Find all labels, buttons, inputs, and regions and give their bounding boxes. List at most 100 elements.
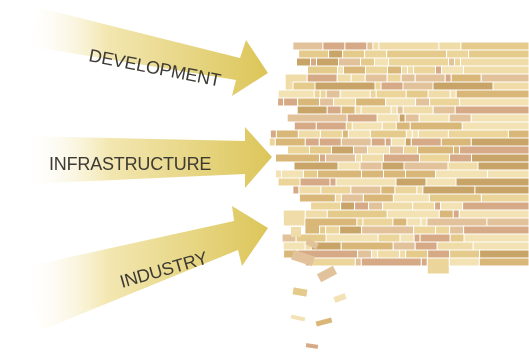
infrastructure-arrow: INFRASTRUCTURE	[25, 127, 272, 188]
mosaic-block	[429, 97, 461, 107]
falling-block	[292, 287, 308, 297]
mosaic-block	[339, 89, 371, 99]
mosaic-block	[331, 145, 354, 155]
mosaic-block	[376, 113, 400, 123]
industry-arrow-shape	[20, 206, 268, 330]
infrastructure-label: INFRASTRUCTURE	[49, 154, 211, 174]
mosaic-block	[347, 129, 371, 139]
mosaic-block	[438, 41, 462, 51]
mosaic-block	[434, 201, 442, 211]
mosaic-block	[449, 89, 457, 99]
mosaic-block	[369, 89, 377, 99]
mosaic-block	[378, 41, 440, 51]
mosaic-block	[293, 121, 317, 131]
mosaic-block	[298, 49, 330, 59]
mosaic-block	[275, 129, 299, 139]
mosaic-block	[410, 137, 442, 147]
mosaic-block	[478, 257, 529, 267]
falling-block	[290, 314, 306, 322]
mosaic-block	[462, 201, 529, 211]
mosaic-block	[425, 177, 457, 187]
mosaic-block	[418, 113, 450, 123]
mosaic-block	[365, 65, 388, 75]
scattered-blocks	[290, 227, 347, 349]
mosaic-block	[447, 129, 509, 139]
mosaic-block	[297, 97, 321, 107]
mosaic-block	[367, 145, 390, 155]
mosaic-block	[277, 177, 301, 187]
mosaic-block	[386, 209, 440, 219]
mosaic-block	[413, 233, 421, 243]
mosaic-block	[448, 57, 455, 67]
mosaic-block	[277, 97, 285, 107]
mosaic-block	[360, 257, 422, 267]
mosaic-block	[364, 49, 388, 59]
mosaic-block	[366, 41, 374, 51]
falling-block	[315, 317, 333, 327]
mosaic-block	[381, 121, 397, 131]
mosaic-block	[356, 217, 364, 227]
mosaic-block	[355, 97, 387, 107]
mosaic-block	[360, 105, 392, 115]
mosaic-block	[390, 137, 406, 147]
mosaic-block	[486, 217, 529, 227]
mosaic-block	[453, 145, 460, 155]
mosaic-block	[454, 57, 461, 67]
mosaic-block	[319, 225, 327, 235]
mosaic-block	[449, 153, 472, 163]
mosaic-block	[374, 57, 389, 67]
mosaic-block	[317, 169, 362, 179]
falling-block	[316, 265, 338, 283]
mosaic-block	[441, 65, 464, 75]
mosaic-block	[468, 49, 529, 59]
mosaic-block	[440, 201, 464, 211]
mosaic-block	[420, 217, 428, 227]
mosaic-block	[345, 121, 353, 131]
mosaic-block	[427, 89, 451, 99]
mosaic-block	[401, 65, 408, 75]
mosaic-block	[428, 193, 482, 203]
mosaic-block	[440, 137, 472, 147]
mosaic-block	[472, 241, 529, 251]
mosaic-block	[398, 113, 406, 123]
mosaic-block	[344, 41, 368, 51]
mosaic-block	[340, 201, 356, 211]
mosaic-block	[325, 233, 379, 243]
mosaic-block	[382, 201, 414, 211]
mosaic-block	[325, 153, 356, 163]
development-arrow-shape	[28, 8, 268, 96]
mosaic-block	[460, 41, 529, 51]
mosaic-block	[447, 161, 479, 171]
mosaic-block	[307, 65, 338, 75]
mosaic-block	[296, 57, 311, 67]
mosaic-block	[402, 81, 434, 91]
mosaic-block	[293, 161, 339, 171]
mosaic-block	[426, 257, 450, 275]
mosaic-block	[313, 89, 321, 99]
mosaic-block	[386, 49, 448, 59]
mosaic-block	[390, 105, 398, 115]
mosaic-block	[303, 169, 318, 179]
mosaic-block	[292, 41, 324, 51]
mosaic-block	[340, 193, 364, 203]
mosaic-block	[309, 145, 332, 155]
mosaic-block	[492, 81, 529, 91]
mosaic-block	[450, 73, 482, 83]
mosaic-block	[364, 73, 388, 83]
mosaic-block	[487, 169, 529, 179]
mosaic-block	[480, 193, 529, 203]
mosaic-block	[353, 145, 368, 155]
mosaic-block	[427, 249, 451, 259]
falling-block	[305, 343, 319, 349]
mosaic-block	[350, 185, 382, 195]
mosaic-block	[339, 225, 363, 235]
mosaic-block	[337, 161, 361, 171]
falling-block	[305, 238, 319, 250]
mosaic-block	[343, 65, 366, 75]
mosaic-block	[314, 81, 376, 91]
mosaic-block	[435, 225, 451, 235]
mosaic-block	[372, 41, 380, 51]
mosaic-block	[319, 97, 335, 107]
mosaic-block	[377, 233, 401, 243]
